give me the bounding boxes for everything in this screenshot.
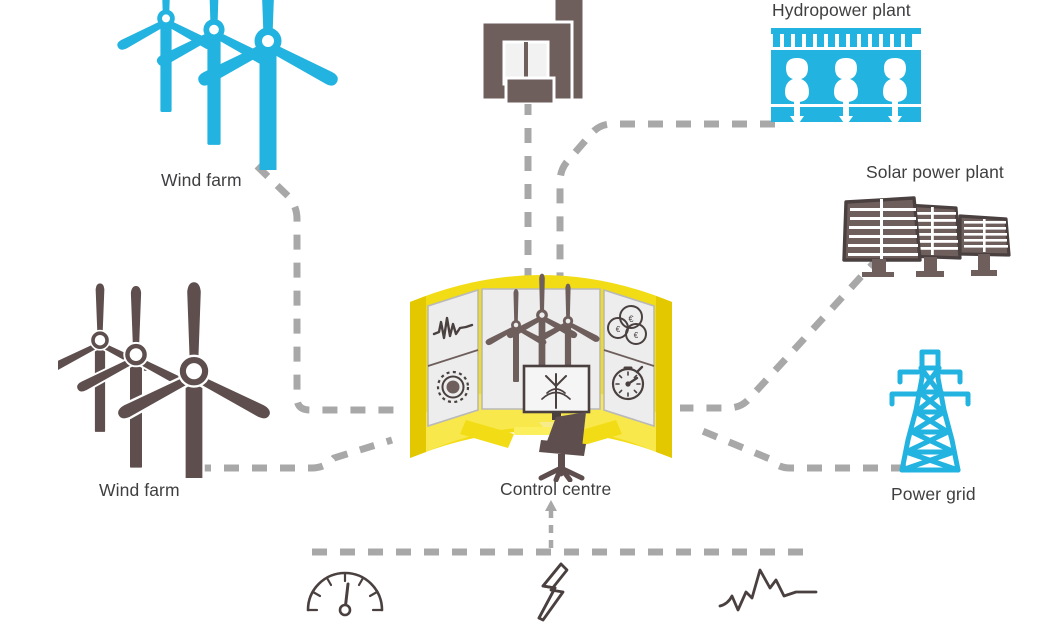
label-hydropower-plant: Hydropower plant [772,0,911,20]
euro-coins-icon: € € € [607,305,647,345]
label-wind-farm-top: Wind farm [161,170,242,190]
connector-hydropower [556,120,775,290]
screen-coins-gauge[interactable]: € € € [603,288,655,428]
wind-turbines-icon [58,279,273,478]
dam-icon [771,28,921,126]
control-room-icon: € € € [410,273,672,482]
label-wind-farm-bottom: Wind farm [99,480,180,500]
diagram-canvas: Wind farm [58,0,1011,622]
turbine-signal-icon [541,373,571,409]
svg-text:€: € [628,314,633,324]
operator-chair[interactable] [538,412,586,482]
line-chart-icon [718,568,818,612]
waveform-signal-icon [432,316,474,340]
connector-layer [196,100,906,556]
factory-icon [480,0,586,104]
svg-text:€: € [616,325,621,334]
solar-panels-icon [842,196,1011,277]
wind-turbines-icon [117,0,338,170]
connector-wind-farm-top [254,163,404,414]
label-solar-power-plant: Solar power plant [866,162,1004,182]
svg-text:€: € [634,331,639,340]
label-control-centre: Control centre [500,479,612,499]
stopwatch-icon [611,365,645,401]
operator-monitor[interactable] [522,364,591,427]
lightning-bolt-icon [537,562,569,622]
connector-bus-to-control-centre [545,500,557,548]
label-power-grid: Power grid [891,484,976,504]
connector-solar [680,253,883,412]
sun-gear-icon [436,370,470,404]
screen-waveform-sun[interactable] [427,288,479,428]
connector-power-grid [698,426,906,472]
connector-wind-farm-bottom [196,436,394,472]
transmission-tower-icon [889,349,971,473]
speedometer-icon [306,571,384,617]
